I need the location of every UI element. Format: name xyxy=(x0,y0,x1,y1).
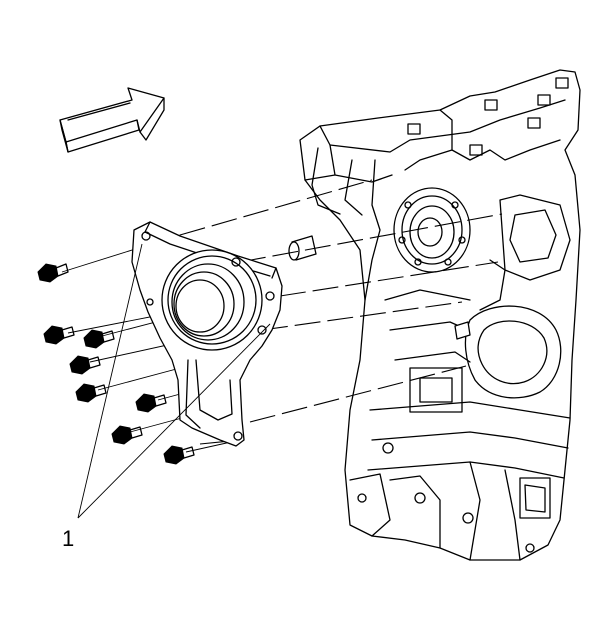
direction-arrow-icon xyxy=(59,87,165,153)
seal-housing xyxy=(131,221,283,447)
bolt-icon xyxy=(135,393,167,413)
callout-leader-lines xyxy=(77,243,271,519)
housing-bolts xyxy=(37,263,195,465)
callout-label-1: 1 xyxy=(62,526,75,551)
bolt-icon xyxy=(75,383,107,403)
bolt-icon xyxy=(83,329,115,349)
bolt-icon xyxy=(163,445,195,465)
engine-block xyxy=(288,69,581,561)
bolt-icon xyxy=(37,263,69,283)
bolt-icon xyxy=(69,355,101,375)
alignment-lines xyxy=(61,179,503,453)
bolt-icon xyxy=(43,325,75,345)
bolt-icon xyxy=(111,425,143,445)
